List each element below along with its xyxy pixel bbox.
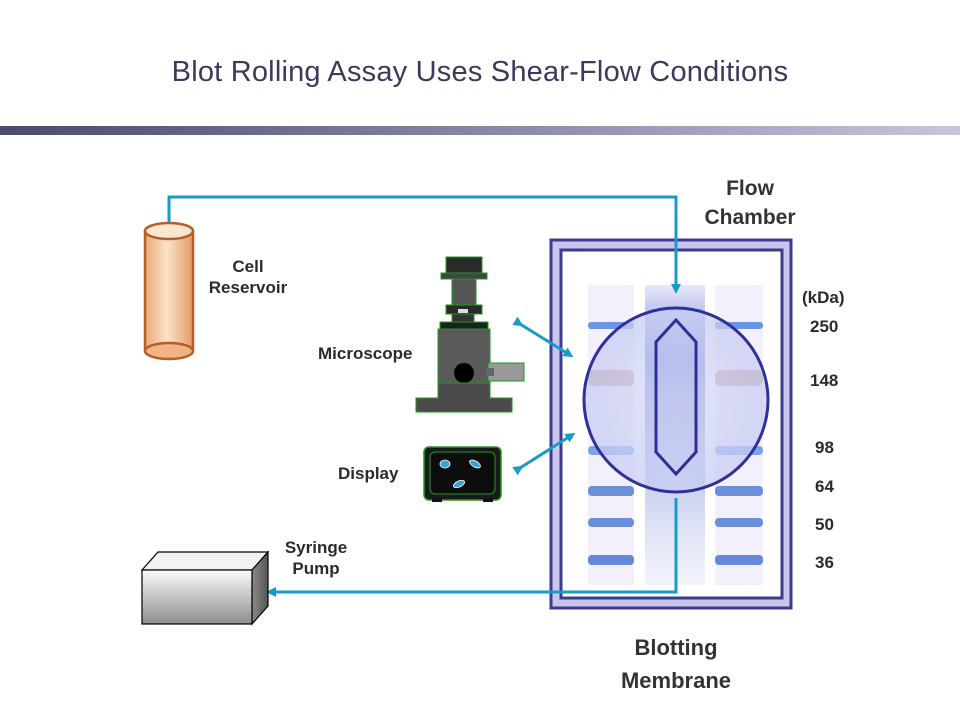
cell-reservoir (143, 221, 195, 361)
microscope-link-arrow (512, 316, 574, 358)
mw-marker-98: 98 (815, 438, 834, 457)
cell-reservoir-label: Cell Reservoir (196, 256, 300, 298)
syringe-pump-label-line1: Syringe (284, 538, 348, 557)
title-divider (0, 126, 960, 135)
flow-chamber (582, 306, 770, 494)
mw-unit-label: (kDa) (802, 288, 845, 307)
blotting-membrane-label: Blotting Membrane (586, 631, 766, 697)
syringe-pump-label-line2: Pump (292, 559, 340, 578)
microscope-illustration (415, 256, 525, 413)
inflow-tubing (167, 195, 681, 294)
blotting-membrane-label-line1: Blotting (634, 635, 718, 660)
slide-title: Blot Rolling Assay Uses Shear-Flow Condi… (171, 56, 789, 88)
mw-marker-50: 50 (815, 515, 834, 534)
syringe-pump (140, 550, 270, 626)
syringe-pump-label: Syringe Pump (272, 537, 360, 579)
blotting-membrane-label-line2: Membrane (620, 668, 732, 693)
mw-marker-148: 148 (810, 371, 839, 390)
display-illustration (423, 446, 502, 502)
flow-chamber-label: Flow Chamber (690, 174, 810, 232)
mw-marker-36: 36 (815, 553, 834, 572)
mw-marker-64: 64 (815, 477, 834, 496)
display-label: Display (338, 464, 399, 483)
microscope-label: Microscope (318, 344, 413, 363)
outflow-tubing (266, 498, 678, 597)
mw-marker-250: 250 (810, 317, 839, 336)
cell-reservoir-label-line2: Reservoir (208, 278, 288, 297)
display-link-arrow (512, 432, 576, 476)
flow-chamber-label-line2: Chamber (704, 206, 796, 229)
cell-reservoir-label-line1: Cell (232, 257, 264, 276)
flow-chamber-label-line1: Flow (726, 177, 774, 200)
